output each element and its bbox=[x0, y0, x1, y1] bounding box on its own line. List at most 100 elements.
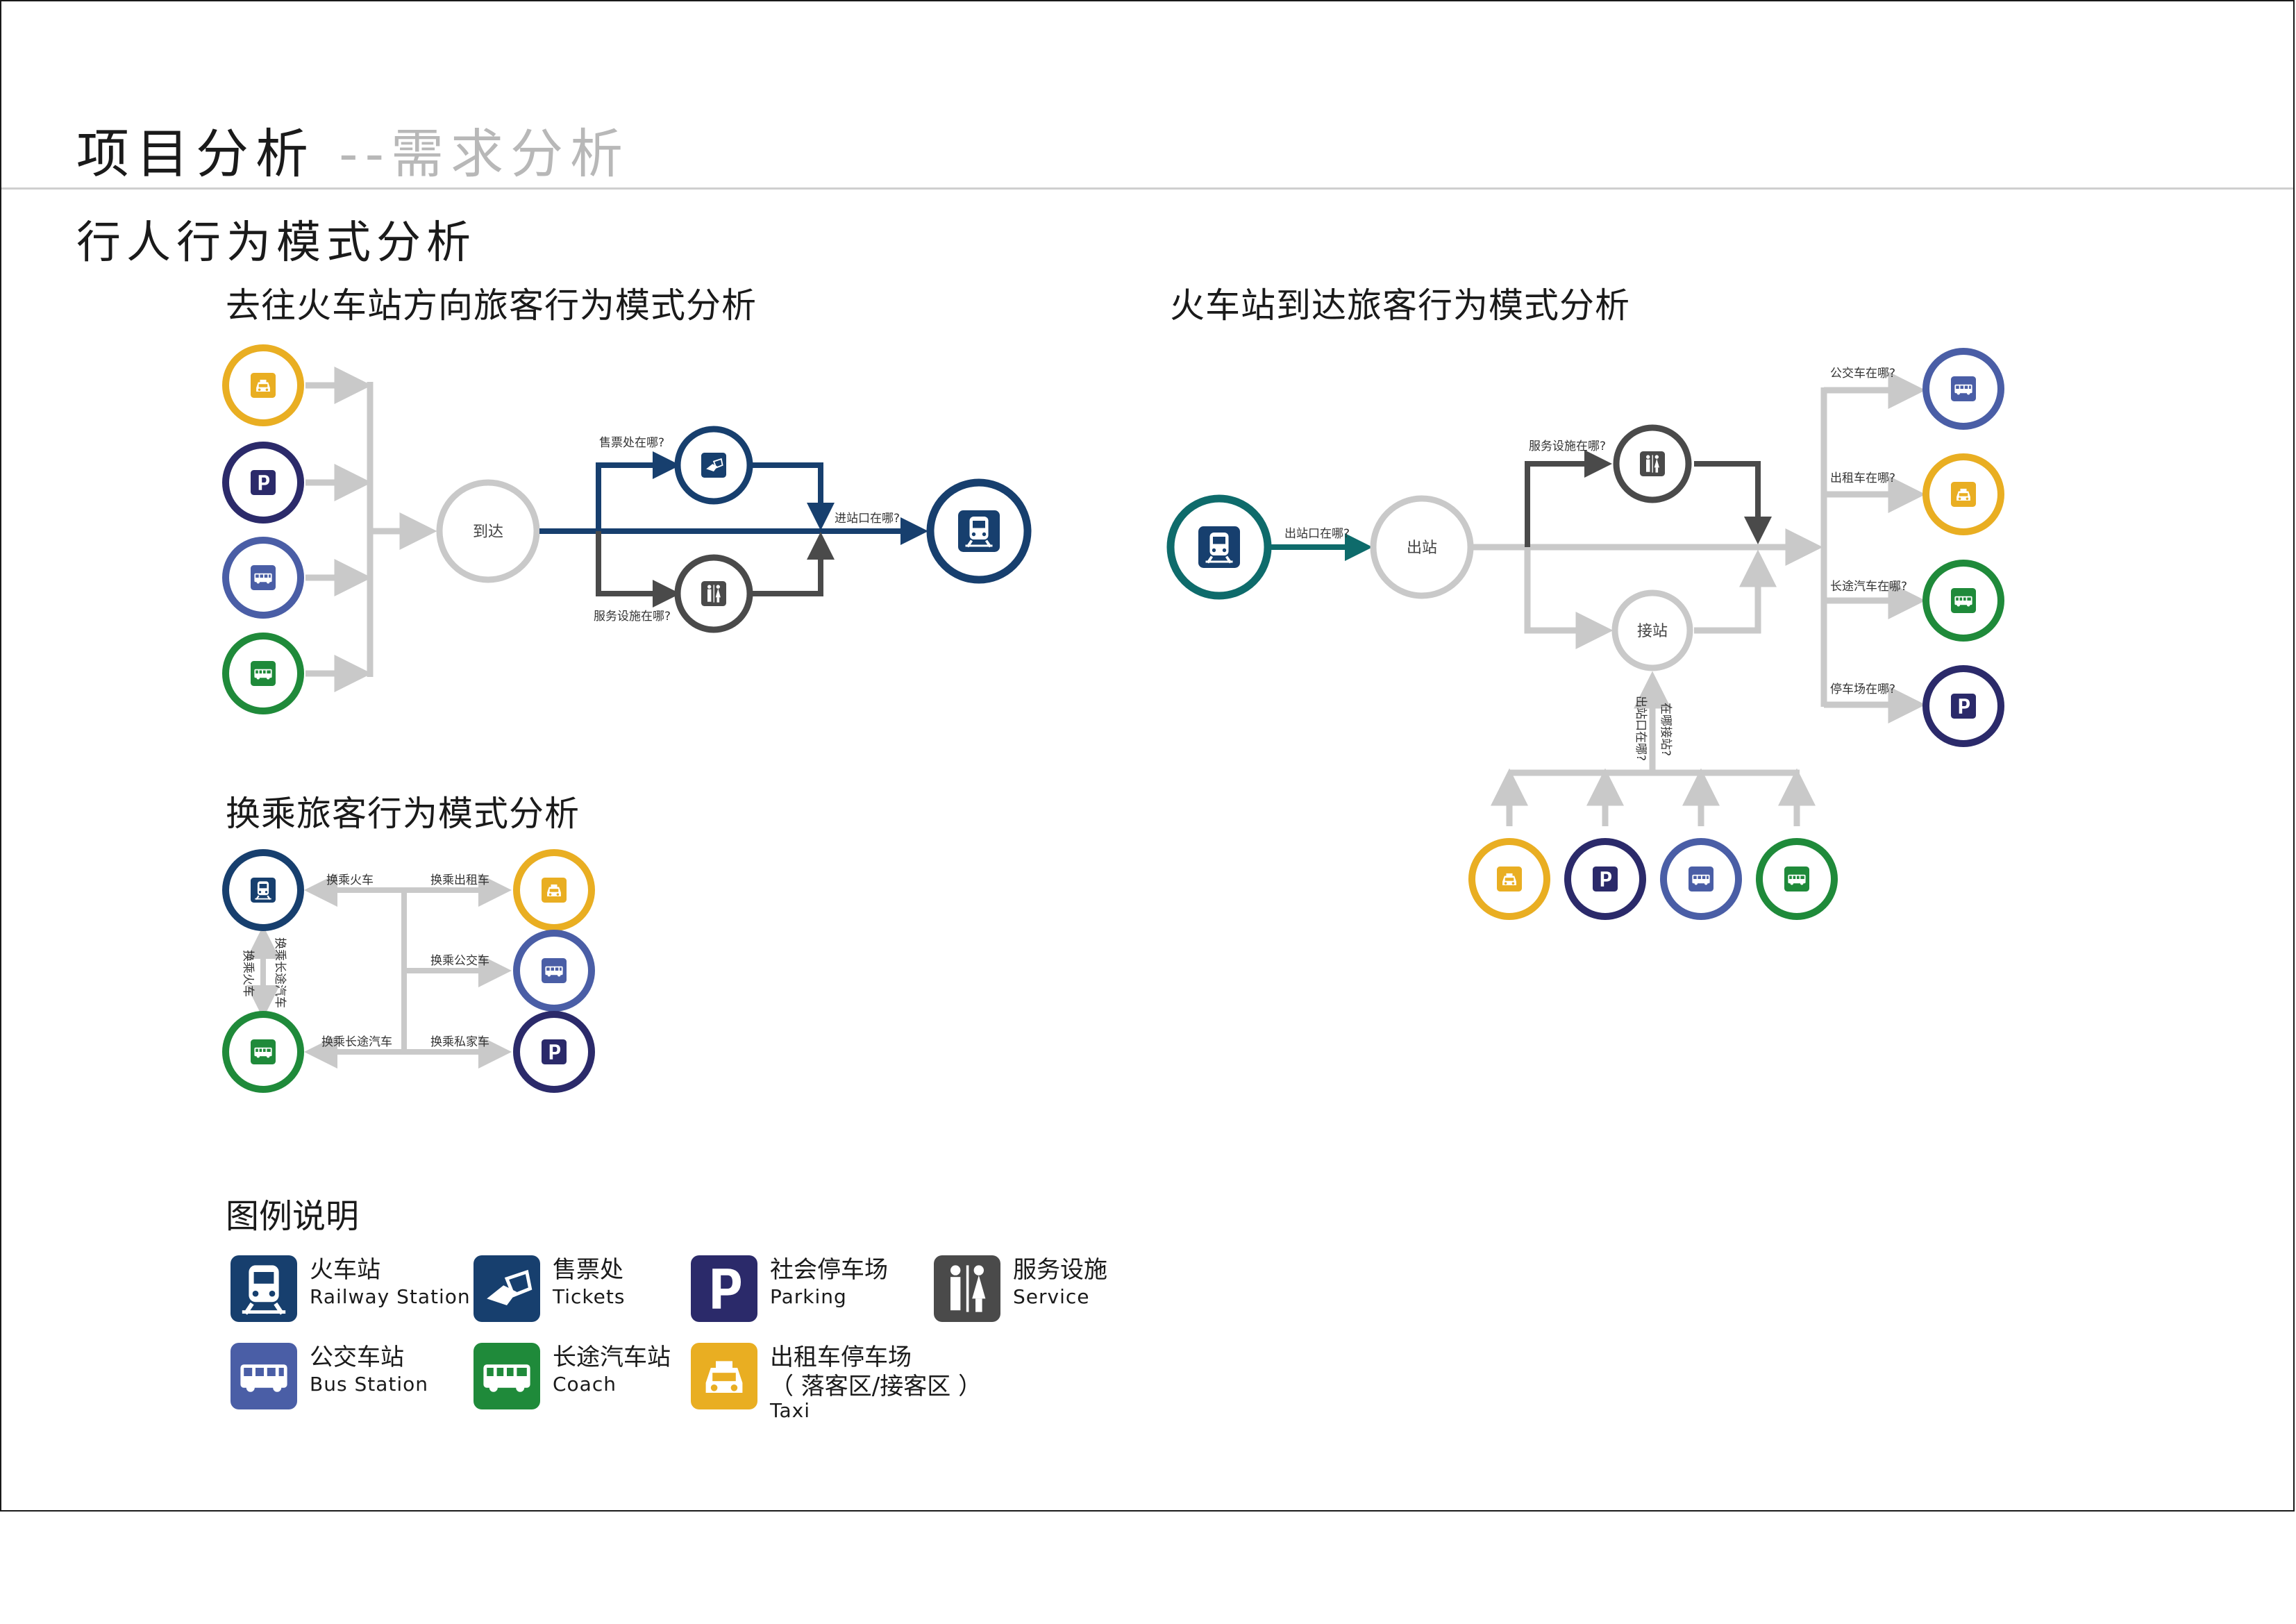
legend-taxi-cn: 出租车停车场 bbox=[770, 1343, 912, 1371]
legend-item-coach: 长途汽车站 Coach bbox=[474, 1343, 671, 1409]
parking-question: 停车场在哪? bbox=[1830, 683, 1895, 696]
coach-icon bbox=[1951, 588, 1976, 613]
bus-icon bbox=[1689, 867, 1713, 891]
pickup-label: 接站 bbox=[1637, 623, 1668, 640]
bus-icon bbox=[542, 958, 567, 983]
transfer-to-private-car: 换乘私家车 bbox=[430, 1035, 489, 1049]
transfer-vertical-coach: 换乘长途汽车 bbox=[273, 937, 287, 1008]
departing-input-bus bbox=[222, 537, 304, 619]
departing-input-parking bbox=[222, 442, 304, 524]
legend-taxi-en: Taxi bbox=[770, 1399, 810, 1422]
arriving-output-bus bbox=[1922, 348, 2004, 430]
coach-icon bbox=[1784, 867, 1809, 891]
service-icon bbox=[701, 581, 726, 606]
taxi-icon bbox=[1497, 867, 1522, 891]
taxi-icon bbox=[251, 373, 276, 398]
page-frame bbox=[0, 0, 2295, 1512]
pickup-node: 接站 bbox=[1611, 589, 1693, 671]
parking-icon bbox=[251, 470, 276, 495]
arriving-service-flow bbox=[1525, 450, 1772, 547]
railway-station-icon bbox=[231, 1255, 297, 1322]
arriving-output-coach bbox=[1922, 560, 2004, 642]
legend-title: 图例说明 bbox=[226, 1197, 360, 1236]
service-node bbox=[674, 554, 753, 633]
page-title-separator: -- bbox=[339, 123, 392, 185]
legend-item-taxi: 出租车停车场 （ 落客区/接客区 ） Taxi bbox=[691, 1343, 982, 1421]
legend-item-service: 服务设施 Service bbox=[934, 1255, 1107, 1322]
departing-input-taxi bbox=[222, 344, 304, 426]
legend-parking-en: Parking bbox=[770, 1285, 847, 1308]
transfer-taxi bbox=[513, 849, 595, 931]
pickup-question-1: 出站口在哪? bbox=[1634, 696, 1648, 761]
arriving-service-node bbox=[1613, 424, 1692, 503]
bus-question: 公交车在哪? bbox=[1830, 367, 1895, 380]
legend-tickets-en: Tickets bbox=[553, 1285, 626, 1308]
legend-parking-cn: 社会停车场 bbox=[770, 1256, 888, 1284]
arrive-label: 到达 bbox=[473, 524, 503, 541]
exit-node: 出站 bbox=[1370, 495, 1474, 599]
departing-service-flow bbox=[596, 531, 835, 608]
arrive-node: 到达 bbox=[436, 479, 540, 583]
coach-icon bbox=[251, 661, 276, 686]
departing-heading: 去往火车站方向旅客行为模式分析 bbox=[226, 285, 757, 326]
railway-station-icon bbox=[958, 510, 1000, 552]
transfer-coach bbox=[222, 1011, 304, 1093]
coach-icon bbox=[474, 1343, 540, 1409]
legend-item-parking: 社会停车场 Parking bbox=[691, 1255, 888, 1322]
departing-collector bbox=[305, 367, 437, 692]
arriving-output-taxi bbox=[1922, 453, 2004, 535]
legend-service-cn: 服务设施 bbox=[1013, 1256, 1107, 1284]
legend-bus-en: Bus Station bbox=[310, 1373, 428, 1396]
transfer-to-train: 换乘火车 bbox=[326, 873, 374, 887]
transfer-heading: 换乘旅客行为模式分析 bbox=[226, 794, 580, 834]
transfer-to-bus: 换乘公交车 bbox=[430, 954, 489, 968]
taxi-icon bbox=[1951, 482, 1976, 507]
tickets-icon bbox=[474, 1255, 540, 1322]
parking-icon bbox=[691, 1255, 757, 1322]
coach-question: 长途汽车在哪? bbox=[1830, 580, 1907, 594]
transfer-vertical-train: 换乘火车 bbox=[241, 950, 255, 997]
arriving-heading: 火车站到达旅客行为模式分析 bbox=[1170, 285, 1630, 326]
arriving-service-question: 服务设施在哪? bbox=[1529, 440, 1606, 453]
transfer-flow bbox=[246, 873, 512, 1069]
arriving-bottom-parking bbox=[1564, 838, 1646, 920]
legend-bus-cn: 公交车站 bbox=[310, 1343, 404, 1371]
destination-railway-station bbox=[926, 478, 1032, 584]
legend-tickets-cn: 售票处 bbox=[553, 1256, 623, 1284]
taxi-question: 出租车在哪? bbox=[1830, 471, 1895, 485]
taxi-icon bbox=[542, 878, 567, 903]
page-title-main: 项目分析 bbox=[76, 123, 315, 185]
bus-icon bbox=[231, 1343, 297, 1409]
coach-icon bbox=[251, 1039, 276, 1064]
exit-label: 出站 bbox=[1407, 539, 1437, 557]
transfer-to-taxi: 换乘出租车 bbox=[430, 873, 489, 887]
ticket-question: 售票处在哪? bbox=[599, 436, 664, 450]
departing-main-flow bbox=[539, 451, 928, 545]
legend-coach-cn: 长途汽车站 bbox=[553, 1343, 671, 1371]
arriving-output-parking bbox=[1922, 665, 2004, 747]
parking-icon bbox=[1951, 694, 1976, 719]
arriving-diagram: 出站口在哪? 出站 bbox=[1166, 348, 2004, 920]
legend-item-railway: 火车站 Railway Station bbox=[231, 1255, 471, 1322]
arriving-gray-flow bbox=[1473, 371, 1926, 826]
taxi-icon bbox=[691, 1343, 757, 1409]
entrance-question: 进站口在哪? bbox=[835, 512, 900, 526]
legend-taxi-cn2: （ 落客区/接客区 ） bbox=[770, 1373, 982, 1400]
transfer-railway-station bbox=[222, 849, 304, 931]
pickup-question-2: 在哪接站? bbox=[1659, 703, 1673, 756]
departing-input-coach bbox=[222, 633, 304, 714]
legend-coach-en: Coach bbox=[553, 1373, 617, 1396]
parking-icon bbox=[542, 1039, 567, 1064]
page-title: 项目分析 --需求分析 bbox=[76, 111, 630, 187]
arriving-bottom-bus bbox=[1660, 838, 1742, 920]
exit-question: 出站口在哪? bbox=[1284, 527, 1350, 541]
section-title: 行人行为模式分析 bbox=[76, 217, 476, 269]
legend-railway-en: Railway Station bbox=[310, 1285, 471, 1308]
service-icon bbox=[934, 1255, 1000, 1322]
transfer-bus bbox=[513, 930, 595, 1012]
legend-item-tickets: 售票处 Tickets bbox=[474, 1255, 625, 1322]
ticket-node bbox=[674, 426, 753, 505]
transfer-to-coach: 换乘长途汽车 bbox=[321, 1035, 392, 1049]
service-icon bbox=[1640, 451, 1665, 476]
